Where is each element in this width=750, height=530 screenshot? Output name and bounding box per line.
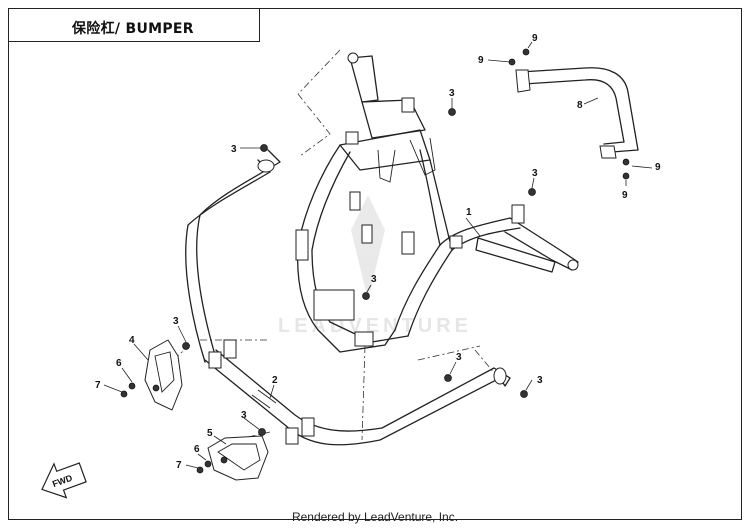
callout-7: 7 [95,380,101,391]
watermark: LEADVENTURE [278,195,472,337]
watermark-text: LEADVENTURE [278,315,472,337]
callout-6: 6 [116,358,122,369]
callout-3: 3 [456,352,462,363]
callout-9: 9 [478,55,484,66]
title-box [8,8,260,42]
front-frame-part-1 [295,52,579,353]
guard-plate-part-4 [144,339,183,411]
callout-leaders [103,41,653,469]
callout-5: 5 [207,428,213,439]
fasteners [120,48,630,474]
callout-7: 7 [176,460,182,471]
callout-9: 9 [532,33,538,44]
callout-1: 1 [466,207,472,218]
callout-3: 3 [241,410,247,421]
guard-plate-part-5 [207,435,269,481]
callout-4: 4 [129,335,135,346]
callout-3: 3 [173,316,179,327]
callout-6: 6 [194,444,200,455]
drawing-frame [8,8,742,520]
callout-3: 3 [449,88,455,99]
callout-labels: 1 2 3 3 3 3 3 3 4 5 6 6 7 7 8 9 9 9 9 3 … [95,33,661,471]
callout-8: 8 [577,100,583,111]
callout-3: 3 [532,168,538,179]
footer-credit: Rendered by LeadVenture, Inc. [291,510,459,524]
front-bumper-part-2 [185,149,511,446]
callout-3: 3 [231,144,237,155]
callout-3: 3 [371,274,377,285]
callout-3: 3 [537,375,543,386]
callout-2: 2 [272,375,278,386]
diagram-title: 保险杠/ BUMPER [72,21,194,37]
rear-bar-part-8 [515,67,639,159]
callout-9: 9 [655,162,661,173]
callout-9: 9 [622,190,628,201]
forward-direction-arrow: FWD [41,462,87,499]
